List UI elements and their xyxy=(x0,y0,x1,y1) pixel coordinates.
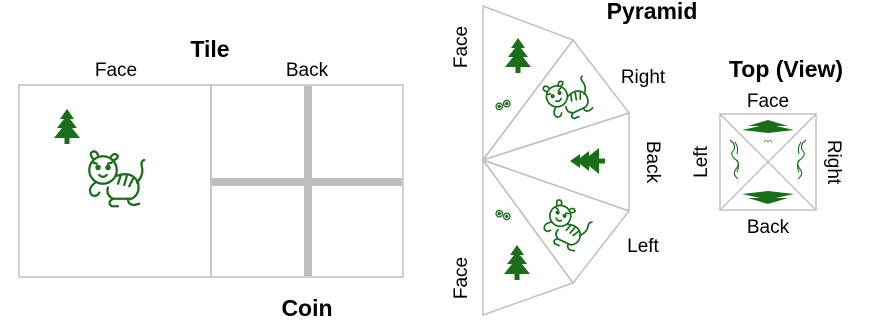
tree-icon xyxy=(54,109,80,144)
tile-face-label: Face xyxy=(95,60,137,81)
tree-icon xyxy=(742,120,794,133)
pyramid-back-label: Back xyxy=(642,141,663,184)
pyramid-face-bottom-label: Face xyxy=(451,257,472,299)
top-view-square xyxy=(719,113,817,211)
tiger-icon xyxy=(88,150,146,208)
tree-icon xyxy=(570,148,605,174)
pyramid-face-top-label: Face xyxy=(451,26,472,68)
top-view-right-label: Right xyxy=(823,140,844,185)
tiger-icon xyxy=(796,139,807,180)
eyes-icon xyxy=(494,208,512,222)
tile-title: Tile xyxy=(190,36,229,62)
tiger-icon xyxy=(538,197,596,255)
coin-title: Coin xyxy=(281,295,332,321)
eyes-icon xyxy=(494,98,512,112)
top-view-face-label: Face xyxy=(747,91,789,112)
tile-back-label: Back xyxy=(286,60,329,81)
tiger-icon xyxy=(729,139,740,180)
top-view-title: Top (View) xyxy=(729,56,843,82)
pyramid-title: Pyramid xyxy=(607,0,698,24)
tree-icon xyxy=(504,245,530,280)
pyramid-section: Pyramid Face Right Back Left Face xyxy=(451,0,698,317)
top-view-section: Top (View) Face Back Left Right ᵔᵔ xyxy=(691,56,844,238)
tile-section: Tile Face Back Coin xyxy=(18,36,404,321)
pyramid-left-label: Left xyxy=(627,236,659,257)
tree-icon xyxy=(505,38,531,73)
back-cross-horizontal xyxy=(212,178,402,186)
top-view-back-label: Back xyxy=(747,217,790,238)
top-view-left-label: Left xyxy=(691,145,712,177)
pyramid-right-label: Right xyxy=(621,67,666,88)
pyramid-net xyxy=(480,4,631,317)
tiger-icon xyxy=(540,69,598,127)
eyes-icon: ᵔᵔ xyxy=(764,138,772,150)
tree-icon xyxy=(742,191,794,204)
tile-back-panel xyxy=(210,84,404,278)
tile-face-panel xyxy=(18,84,212,278)
